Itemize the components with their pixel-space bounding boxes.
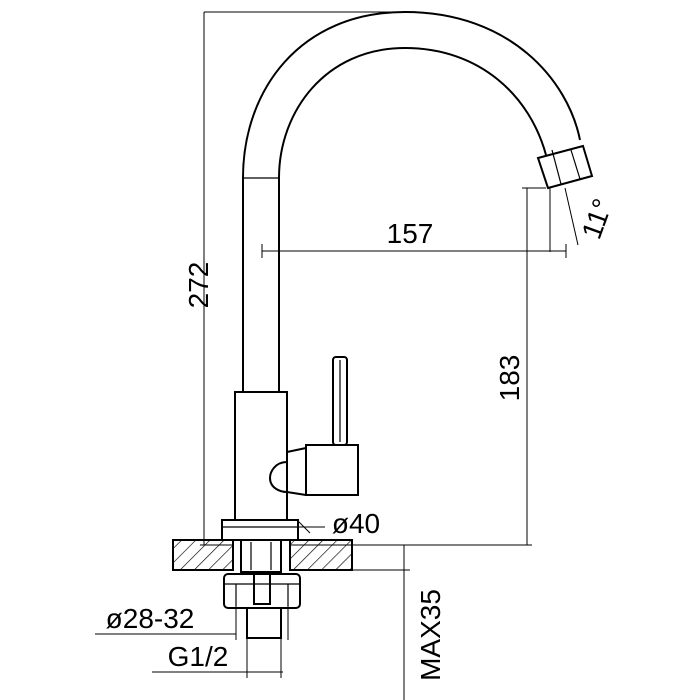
handle-cartridge xyxy=(268,460,288,494)
dim-spout-angle: 11° xyxy=(549,187,619,252)
aerator-nozzle xyxy=(536,144,594,190)
label-hole-diameter: ø28-32 xyxy=(106,603,195,634)
handle-base xyxy=(305,444,359,496)
dim-hole-diameter: ø28-32 xyxy=(95,600,289,640)
dim-thread: G1/2 xyxy=(152,638,283,678)
label-max-thickness: MAX35 xyxy=(415,589,446,681)
dim-spout-height: 183 xyxy=(290,187,546,546)
label-thread: G1/2 xyxy=(168,641,229,672)
label-base-diameter: ø40 xyxy=(332,508,380,539)
dim-spout-reach: 157 xyxy=(261,218,567,258)
dim-max-thickness: MAX35 xyxy=(352,544,446,700)
faucet-body xyxy=(234,391,288,521)
label-spout-height: 183 xyxy=(494,355,525,402)
faucet-outline xyxy=(172,10,594,639)
label-spout-reach: 157 xyxy=(387,218,434,249)
shank xyxy=(240,539,282,573)
label-spout-angle: 11° xyxy=(576,195,619,243)
base-flange xyxy=(221,519,299,541)
dim-base-diameter: ø40 xyxy=(222,508,380,539)
label-height-total: 272 xyxy=(183,262,214,309)
dim-height-total: 272 xyxy=(183,11,405,546)
spout-inner xyxy=(278,46,547,392)
spout-outer xyxy=(242,10,581,392)
threaded-tail xyxy=(246,607,282,639)
